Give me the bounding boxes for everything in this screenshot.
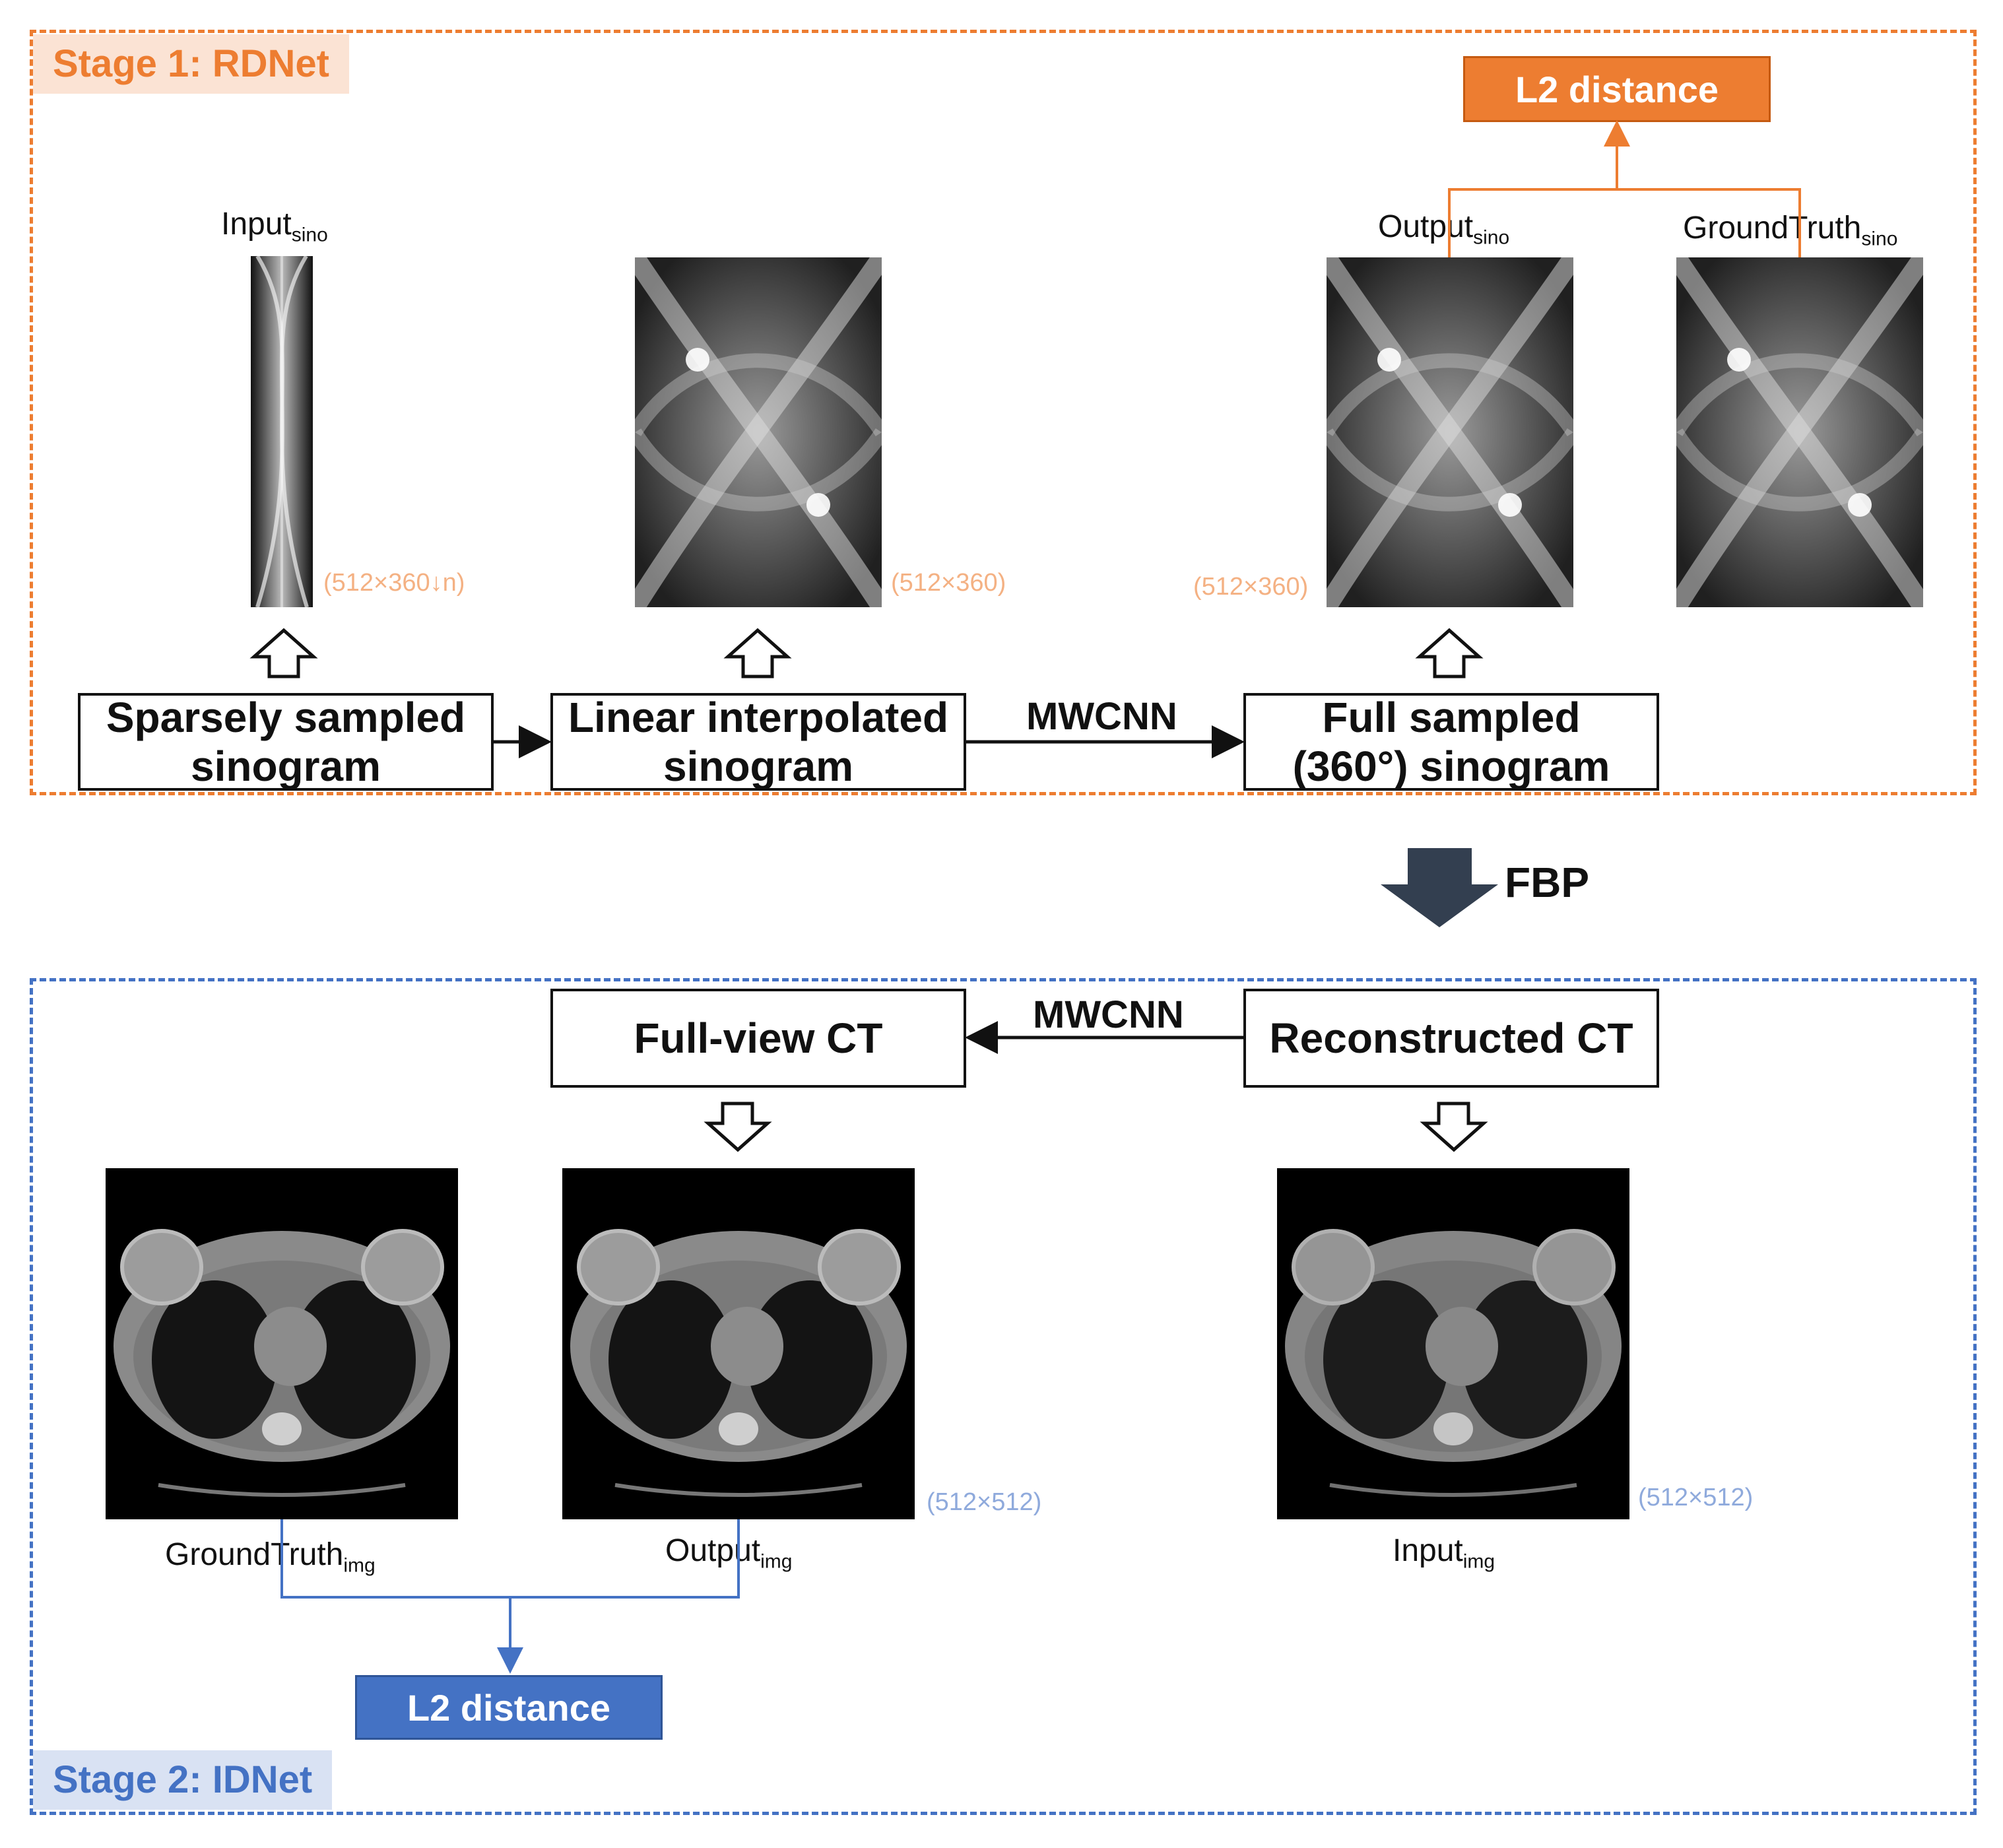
reconstructed-ct-box: Reconstructed CT <box>1243 989 1659 1088</box>
input-sinogram-image <box>251 256 313 607</box>
input-ct-image <box>1277 1168 1629 1519</box>
sparse-sinogram-box: Sparsely sampled sinogram <box>78 693 494 791</box>
output-img-label: Outputimg <box>665 1533 793 1573</box>
groundtruth-ct-image <box>106 1168 458 1519</box>
stage1-title: Stage 1: RDNet <box>33 34 349 94</box>
input-sino-dim: (512×360↓n) <box>323 569 465 597</box>
stage1-mwcnn-label: MWCNN <box>1026 695 1177 738</box>
stage2-title: Stage 2: IDNet <box>33 1750 333 1810</box>
linear-sinogram-image <box>635 257 882 607</box>
groundtruth-sinogram-image <box>1676 257 1923 607</box>
stage1-frame <box>30 30 1977 795</box>
stage1-l2-loss-box: L2 distance <box>1463 56 1771 122</box>
fbp-label: FBP <box>1505 859 1589 906</box>
input-img-dim: (512×512) <box>1638 1484 1754 1511</box>
output-sinogram-image <box>1327 257 1573 607</box>
linear-sino-dim: (512×360) <box>891 569 1006 597</box>
output-sino-label: Outputsino <box>1378 209 1510 249</box>
output-img-dim: (512×512) <box>927 1488 1042 1516</box>
fullview-ct-box: Full-view CT <box>550 989 966 1088</box>
linear-sinogram-box: Linear interpolated sinogram <box>550 693 966 791</box>
stage2-frame <box>30 978 1977 1815</box>
fbp-arrow-icon <box>1381 848 1498 927</box>
input-sino-label: Inputsino <box>221 207 328 246</box>
groundtruth-sino-label: GroundTruthsino <box>1683 211 1898 250</box>
output-ct-image <box>562 1168 915 1519</box>
stage2-l2-loss-box: L2 distance <box>355 1675 663 1740</box>
full-sinogram-box: Full sampled (360°) sinogram <box>1243 693 1659 791</box>
output-sino-dim: (512×360) <box>1193 573 1309 601</box>
groundtruth-img-label: GroundTruthimg <box>165 1537 376 1577</box>
stage2-mwcnn-label: MWCNN <box>1033 993 1184 1036</box>
input-img-label: Inputimg <box>1393 1533 1495 1573</box>
